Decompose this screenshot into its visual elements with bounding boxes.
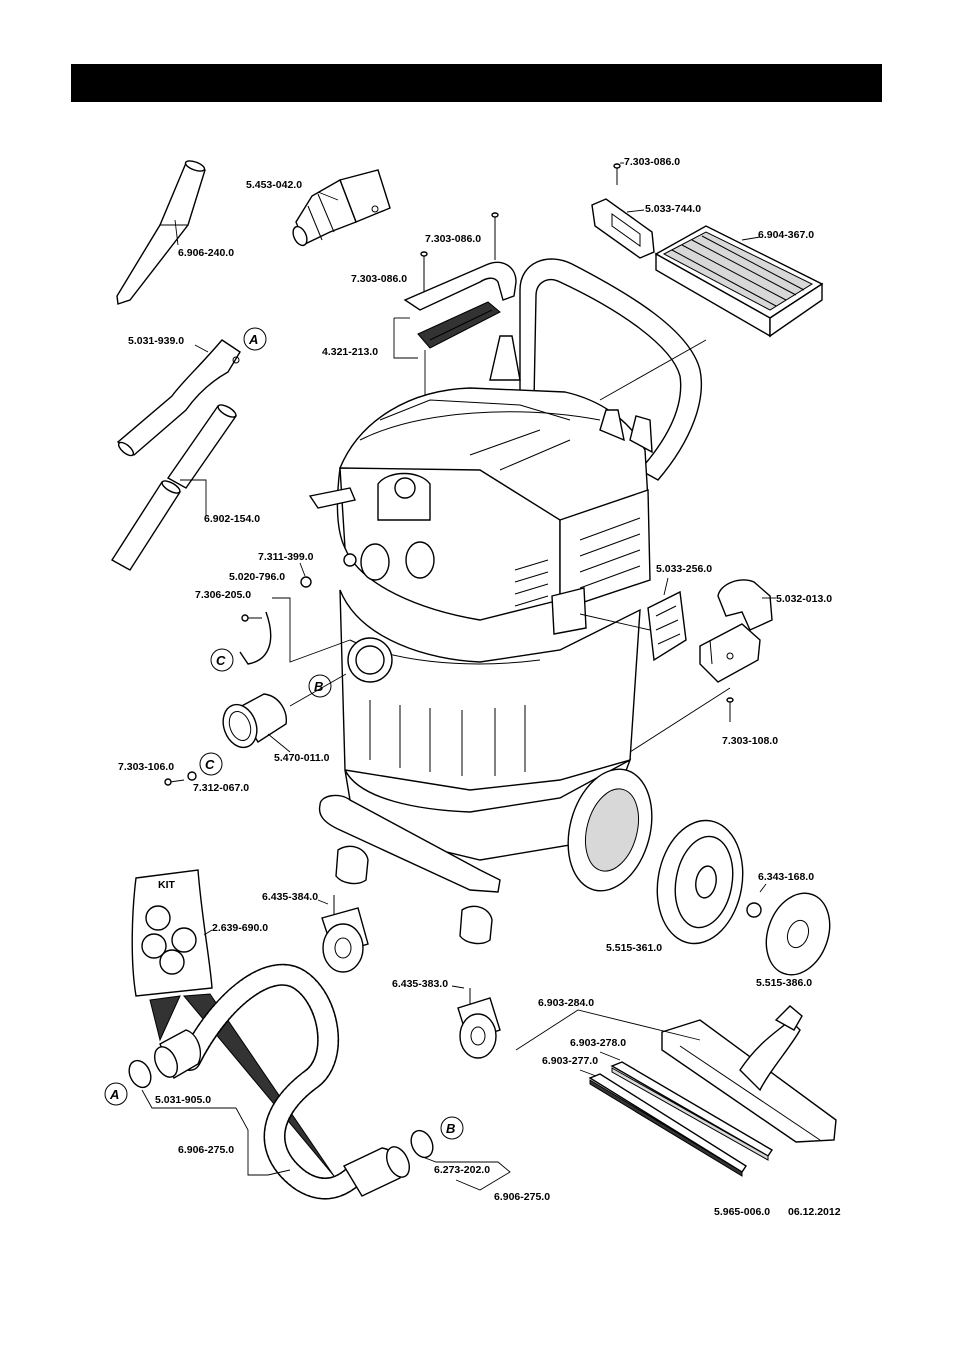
carry-handle-drawing [403, 261, 517, 349]
part-7.303-086.0-top: 7.303-086.0 [624, 156, 680, 168]
crevice-nozzle-drawing [116, 160, 206, 305]
part-5.453-042.0: 5.453-042.0 [246, 179, 302, 191]
ring-label-a-bottom: A [109, 1087, 119, 1102]
part-5.515-361.0: 5.515-361.0 [606, 942, 662, 954]
part-6.906-275.0-a: 6.906-275.0 [178, 1144, 234, 1156]
ring-marker-c [199, 752, 223, 776]
document-date: 06.12.2012 [788, 1206, 841, 1218]
ring-marker-b [440, 1116, 464, 1140]
floor-nozzle-drawing [588, 1005, 837, 1177]
part-7.303-086.0-left: 7.303-086.0 [351, 273, 407, 285]
filter-clip-drawing [591, 198, 655, 259]
part-7.312-067.0: 7.312-067.0 [193, 782, 249, 794]
part-6.904-367.0: 6.904-367.0 [758, 229, 814, 241]
vacuum-cleaner-body-drawing [308, 258, 703, 945]
ring-label-b-mid: B [314, 679, 323, 694]
ring-marker-b [308, 674, 332, 698]
part-6.273-202.0: 6.273-202.0 [434, 1164, 490, 1176]
ring-label-a-top: A [248, 332, 258, 347]
kit-label: KIT [158, 879, 176, 891]
part-6.903-284.0: 6.903-284.0 [538, 997, 594, 1009]
part-5.020-796.0: 5.020-796.0 [229, 571, 285, 583]
part-5.033-744.0: 5.033-744.0 [645, 203, 701, 215]
screw-drawing [420, 212, 499, 298]
clamp-drawing [239, 576, 312, 665]
part-7.306-205.0: 7.306-205.0 [195, 589, 251, 601]
part-5.031-939.0: 5.031-939.0 [128, 335, 184, 347]
part-6.906-275.0-b: 6.906-275.0 [494, 1191, 550, 1203]
suction-tube-drawing [111, 404, 238, 571]
ring-label-c-mid: C [205, 757, 215, 772]
part-6.902-154.0: 6.902-154.0 [204, 513, 260, 525]
part-7.303-108.0: 7.303-108.0 [722, 735, 778, 747]
flat-filter-drawing [654, 225, 824, 338]
ring-marker-a [243, 327, 267, 351]
part-6.903-277.0: 6.903-277.0 [542, 1055, 598, 1067]
accessory-kit-bag-drawing [131, 869, 213, 997]
castor-wheel-drawing [457, 988, 501, 1059]
suction-bend-drawing [116, 339, 241, 457]
part-5.033-256.0: 5.033-256.0 [656, 563, 712, 575]
suction-hose-drawing [128, 963, 434, 1200]
part-4.321-213.0: 4.321-213.0 [322, 346, 378, 358]
part-5.470-011.0: 5.470-011.0 [274, 752, 330, 764]
part-6.906-240.0: 6.906-240.0 [178, 247, 234, 259]
ring-label-b-bottom: B [446, 1121, 455, 1136]
part-6.435-384.0: 6.435-384.0 [262, 891, 318, 903]
hub-cap-drawing [765, 892, 831, 976]
ring-marker-a [104, 1082, 128, 1106]
ring-label-c-left: C [216, 653, 226, 668]
screw-drawing [726, 697, 734, 722]
part-7.311-399.0: 7.311-399.0 [258, 551, 314, 563]
nut-drawing [746, 902, 762, 918]
part-7.303-086.0-mid: 7.303-086.0 [425, 233, 481, 245]
part-6.343-168.0: 6.343-168.0 [758, 871, 814, 883]
adapter-drawing [292, 169, 391, 247]
header-bar [71, 64, 882, 102]
wheel-drawing [656, 819, 744, 945]
part-5.515-386.0: 5.515-386.0 [756, 977, 812, 989]
document-number: 5.965-006.0 [714, 1206, 770, 1218]
part-6.435-383.0: 6.435-383.0 [392, 978, 448, 990]
part-7.303-106.0: 7.303-106.0 [118, 761, 174, 773]
castor-wheel-drawing [321, 895, 369, 973]
hose-connector-drawing [222, 693, 287, 749]
part-2.639-690.0: 2.639-690.0 [212, 922, 268, 934]
cover-drawing [647, 590, 687, 662]
part-5.032-013.0: 5.032-013.0 [776, 593, 832, 605]
screw-washer-drawing [164, 771, 197, 786]
part-5.031-905.0: 5.031-905.0 [155, 1094, 211, 1106]
holder-drawing [699, 579, 773, 683]
part-6.903-278.0: 6.903-278.0 [570, 1037, 626, 1049]
ring-marker-c [210, 648, 234, 672]
screw-drawing [613, 163, 621, 185]
